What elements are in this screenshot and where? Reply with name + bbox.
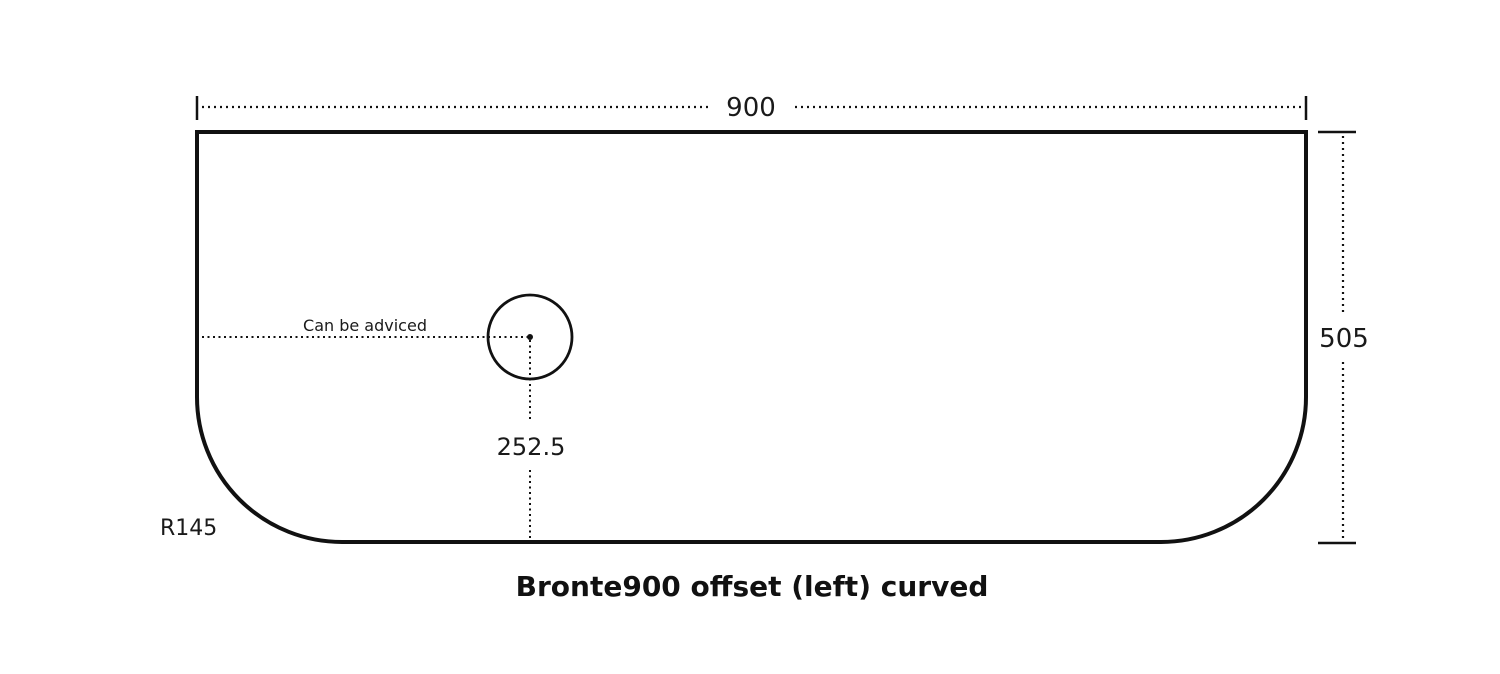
height-dimension-label: 505 [1319,324,1369,354]
vanity-outline [195,130,1308,544]
width-dimension: 900 [195,93,1308,123]
width-dimension-label: 900 [726,93,776,123]
hole-position-note: Can be adviced [303,316,427,335]
drawing-title: Bronte900 offset (left) curved [516,570,989,603]
tap-hole-center-point [527,334,533,340]
corner-radius-label: R145 [160,516,217,541]
height-dimension: 505 [1318,130,1369,545]
hole-offset-label: 252.5 [497,433,566,461]
